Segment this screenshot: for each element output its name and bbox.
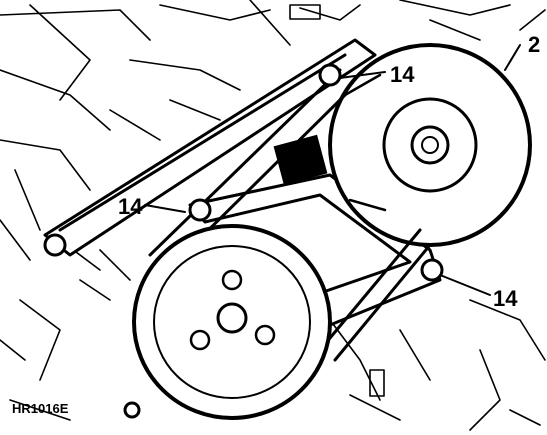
- callout-leaders: [144, 44, 521, 296]
- callout-14-left: 14: [118, 194, 143, 219]
- crankshaft-pulley: [132, 224, 332, 420]
- reference-code: HR1016E: [12, 401, 69, 416]
- callout-2: 2: [528, 32, 540, 57]
- callout-14-upper: 14: [390, 62, 415, 87]
- callout-14-right: 14: [493, 286, 518, 311]
- tensioner-block: [273, 134, 328, 186]
- fixing-bolts: [43, 63, 444, 419]
